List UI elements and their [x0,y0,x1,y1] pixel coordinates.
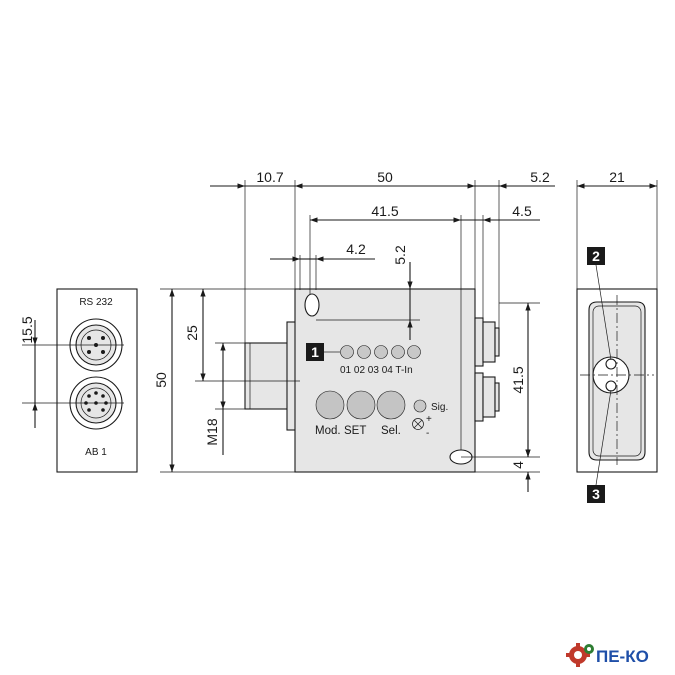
callout-2 [587,247,605,265]
plus-sign: + [426,414,432,425]
connector-view: RS 232 AB 1 [19,288,138,473]
dim-50-top: 50 [377,169,393,185]
dim-5-2-vert: 5.2 [392,245,408,265]
receiver [605,380,617,392]
dim-41-5-right: 41.5 [510,366,526,393]
signal-led [413,399,427,413]
dim-10-7: 10.7 [256,169,283,185]
connector-panel [56,288,138,473]
svg-text:2: 2 [592,248,600,264]
dim-4-5: 4.5 [512,203,532,219]
housing [294,288,476,473]
svg-text:3: 3 [592,486,600,502]
callout-3 [587,485,605,503]
potentiometer-icon [412,418,424,430]
set-label: SET [344,425,366,437]
rs232-label: RS 232 [79,297,113,308]
mode-label: Mod. [315,425,341,437]
dim-4-2: 4.2 [346,241,366,257]
logo: ПЕ-КО [566,643,649,667]
dim-41-5-top: 41.5 [371,203,398,219]
minus-sign: - [426,428,429,439]
mounting-hole-top [304,293,320,317]
signal-label: Sig. [431,402,448,413]
main-view: 01 02 03 04 T-In Mod. SET Sel. Sig. + - … [153,169,555,492]
end-view: 21 2 3 [576,169,658,503]
logo-text: ПЕ-КО [596,647,649,666]
dim-15-5: 15.5 [19,316,35,343]
callout-1 [306,343,324,361]
m12-connectors [474,317,500,422]
svg-text:1: 1 [311,344,319,360]
dim-5-2-top: 5.2 [530,169,550,185]
mode-button [315,390,345,420]
led-row [340,345,421,359]
select-button [376,390,406,420]
set-button [346,390,376,420]
dim-21: 21 [609,169,625,185]
led-labels: 01 02 03 04 T-In [340,365,413,376]
dim-4: 4 [510,461,526,469]
select-label: Sel. [381,425,401,437]
emitter [605,358,617,370]
dim-25: 25 [184,325,200,341]
gear-icon [566,643,594,667]
dim-50-left: 50 [153,372,169,388]
ab1-label: AB 1 [85,447,107,458]
dim-m18: M18 [204,418,220,445]
